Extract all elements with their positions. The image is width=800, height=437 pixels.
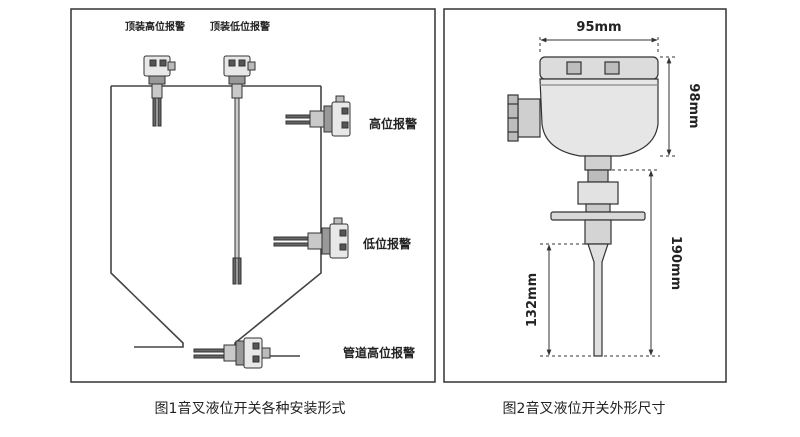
dim-fork-length [540,243,592,357]
side-high-switch [285,95,351,137]
side-low-switch [273,217,349,259]
tank-outline [110,85,322,357]
label-top-low: 顶装低位报警 [210,20,270,33]
dim-total-length [604,169,660,357]
dim-head-height [660,56,677,157]
label-side-high: 高位报警 [369,116,417,131]
top-low-switch [223,55,256,285]
label-side-low: 低位报警 [362,236,411,251]
label-top-high: 顶装高位报警 [125,20,185,33]
switch-drawing [507,56,659,357]
dim-total-length-label: 190mm [668,236,683,290]
pipe-high-switch [193,337,271,369]
dim-width-label: 95mm [576,20,621,35]
dim-fork-length-label: 132mm [525,273,540,327]
top-high-switch [143,55,176,127]
label-pipe-high: 管道高位报警 [343,345,415,360]
fig1-caption: 图1音叉液位开关各种安装形式 [155,400,346,417]
dim-head-height-label: 98mm [686,83,701,128]
fig2-caption: 图2音叉液位开关外形尺寸 [503,400,666,417]
fig1-panel [70,8,436,383]
dim-width [539,37,659,55]
fig2-panel [443,8,727,383]
